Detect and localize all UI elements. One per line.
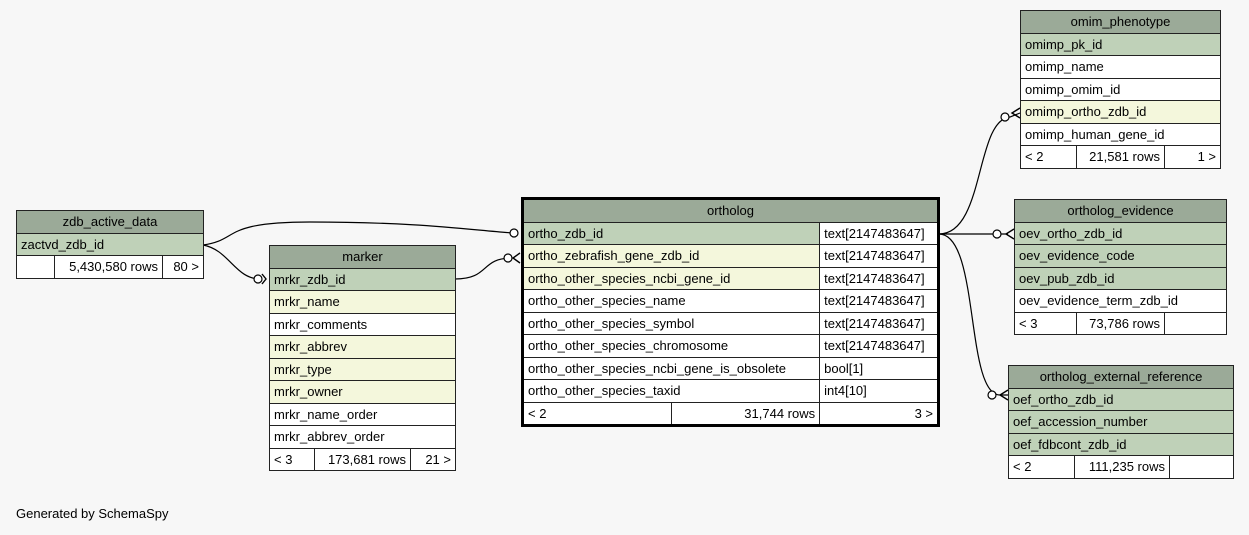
column-oef-ortho-zdb-id[interactable]: oef_ortho_zdb_id — [1008, 387, 1234, 411]
column-omimp-omim-id[interactable]: omimp_omim_id — [1019, 77, 1222, 101]
parents-count[interactable]: < 2 — [521, 401, 673, 426]
row-count: 5,430,580 rows — [54, 255, 163, 279]
link-ortholog-to-omim — [938, 112, 1021, 235]
children-count — [1169, 455, 1234, 479]
column-mrkr-comments[interactable]: mrkr_comments — [269, 312, 456, 336]
link-end-circle — [503, 253, 513, 263]
table-title: ortholog_evidence — [1013, 199, 1228, 223]
table-marker[interactable]: marker mrkr_zdb_id mrkr_name mrkr_commen… — [269, 245, 456, 471]
column-oev-evidence-term-zdb-id[interactable]: oev_evidence_term_zdb_id — [1013, 289, 1228, 313]
column-mrkr-type[interactable]: mrkr_type — [269, 357, 456, 381]
crowfoot-omim — [1010, 107, 1021, 119]
column-type: text[2147483647] — [819, 334, 939, 358]
row-count: 173,681 rows — [314, 447, 411, 471]
parents-count — [16, 255, 55, 279]
generated-by-note: Generated by SchemaSpy — [16, 506, 169, 521]
row-count: 73,786 rows — [1076, 311, 1165, 335]
column-omimp-ortho-zdb-id[interactable]: omimp_ortho_zdb_id — [1019, 100, 1222, 124]
crowfoot-evidence — [1004, 228, 1015, 240]
column-omimp-name[interactable]: omimp_name — [1019, 55, 1222, 79]
column-oev-pub-zdb-id[interactable]: oev_pub_zdb_id — [1013, 266, 1228, 290]
column-oef-fdbcont-zdb-id[interactable]: oef_fdbcont_zdb_id — [1008, 432, 1234, 456]
column-type: bool[1] — [819, 356, 939, 380]
table-omim-phenotype[interactable]: omim_phenotype omimp_pk_id omimp_name om… — [1019, 10, 1222, 169]
table-ortholog-external-reference[interactable]: ortholog_external_reference oef_ortho_zd… — [1008, 365, 1234, 479]
link-active-to-marker — [202, 244, 263, 280]
column-type: text[2147483647] — [819, 311, 939, 335]
column-mrkr-abbrev[interactable]: mrkr_abbrev — [269, 335, 456, 359]
column-type: text[2147483647] — [819, 289, 939, 313]
column-ortho-other-species-taxid[interactable]: ortho_other_species_taxid — [521, 379, 821, 403]
column-ortho-zdb-id[interactable]: ortho_zdb_id — [521, 221, 821, 245]
children-count[interactable]: 1 > — [1163, 145, 1222, 169]
column-type: text[2147483647] — [819, 266, 939, 290]
parents-count[interactable]: < 3 — [269, 447, 315, 471]
parents-count[interactable]: < 3 — [1014, 311, 1077, 335]
column-ortho-other-species-name[interactable]: ortho_other_species_name — [521, 289, 821, 313]
column-mrkr-owner[interactable]: mrkr_owner — [269, 380, 456, 404]
column-type: text[2147483647] — [819, 244, 939, 268]
children-count[interactable]: 21 > — [410, 447, 456, 471]
crowfoot-ortholog-fk — [511, 252, 521, 264]
link-end-circle — [1000, 112, 1010, 122]
column-ortho-zebrafish-gene-zdb-id[interactable]: ortho_zebrafish_gene_zdb_id — [521, 244, 821, 268]
link-ortholog-to-extref — [938, 233, 1008, 396]
crowfoot-marker — [261, 273, 267, 285]
parents-count[interactable]: < 2 — [1020, 145, 1077, 169]
column-mrkr-abbrev-order[interactable]: mrkr_abbrev_order — [269, 425, 456, 449]
column-type: text[2147483647] — [819, 221, 939, 245]
column-ortho-other-species-ncbi-gene-id[interactable]: ortho_other_species_ncbi_gene_id — [521, 266, 821, 290]
column-zactvd-zdb-id[interactable]: zactvd_zdb_id — [16, 232, 204, 256]
table-zdb-active-data[interactable]: zdb_active_data zactvd_zdb_id 5,430,580 … — [16, 210, 204, 279]
column-oev-evidence-code[interactable]: oev_evidence_code — [1013, 244, 1228, 268]
table-ortholog-evidence[interactable]: ortholog_evidence oev_ortho_zdb_id oev_e… — [1013, 199, 1228, 335]
row-count: 31,744 rows — [671, 401, 821, 426]
column-ortho-other-species-symbol[interactable]: ortho_other_species_symbol — [521, 311, 821, 335]
column-ortho-other-species-chromosome[interactable]: ortho_other_species_chromosome — [521, 334, 821, 358]
link-active-to-ortholog — [202, 221, 514, 246]
column-ortho-other-species-ncbi-gene-is-obsolete[interactable]: ortho_other_species_ncbi_gene_is_obsolet… — [521, 356, 821, 380]
row-count: 21,581 rows — [1076, 145, 1165, 169]
children-count[interactable]: 80 > — [162, 255, 204, 279]
children-count[interactable]: 3 > — [819, 401, 939, 426]
children-count — [1163, 311, 1228, 335]
parents-count[interactable]: < 2 — [1008, 455, 1075, 479]
table-title: zdb_active_data — [16, 210, 204, 234]
link-end-circle — [509, 228, 519, 238]
table-title: ortholog_external_reference — [1008, 365, 1234, 389]
column-omimp-pk-id[interactable]: omimp_pk_id — [1019, 32, 1222, 56]
link-marker-to-ortholog — [454, 257, 513, 280]
table-title: omim_phenotype — [1019, 10, 1222, 34]
column-oef-accession-number[interactable]: oef_accession_number — [1008, 410, 1234, 434]
row-count: 111,235 rows — [1074, 455, 1170, 479]
column-mrkr-name[interactable]: mrkr_name — [269, 290, 456, 314]
table-title: ortholog — [522, 198, 939, 223]
column-type: int4[10] — [819, 379, 939, 403]
crowfoot-extref — [998, 389, 1009, 401]
link-end-circle — [253, 274, 263, 284]
table-title: marker — [269, 245, 456, 269]
link-end-circle — [987, 390, 997, 400]
column-omimp-human-gene-id[interactable]: omimp_human_gene_id — [1019, 122, 1222, 146]
column-mrkr-zdb-id[interactable]: mrkr_zdb_id — [269, 267, 456, 291]
column-oev-ortho-zdb-id[interactable]: oev_ortho_zdb_id — [1013, 221, 1228, 245]
link-end-circle — [992, 229, 1002, 239]
column-mrkr-name-order[interactable]: mrkr_name_order — [269, 402, 456, 426]
